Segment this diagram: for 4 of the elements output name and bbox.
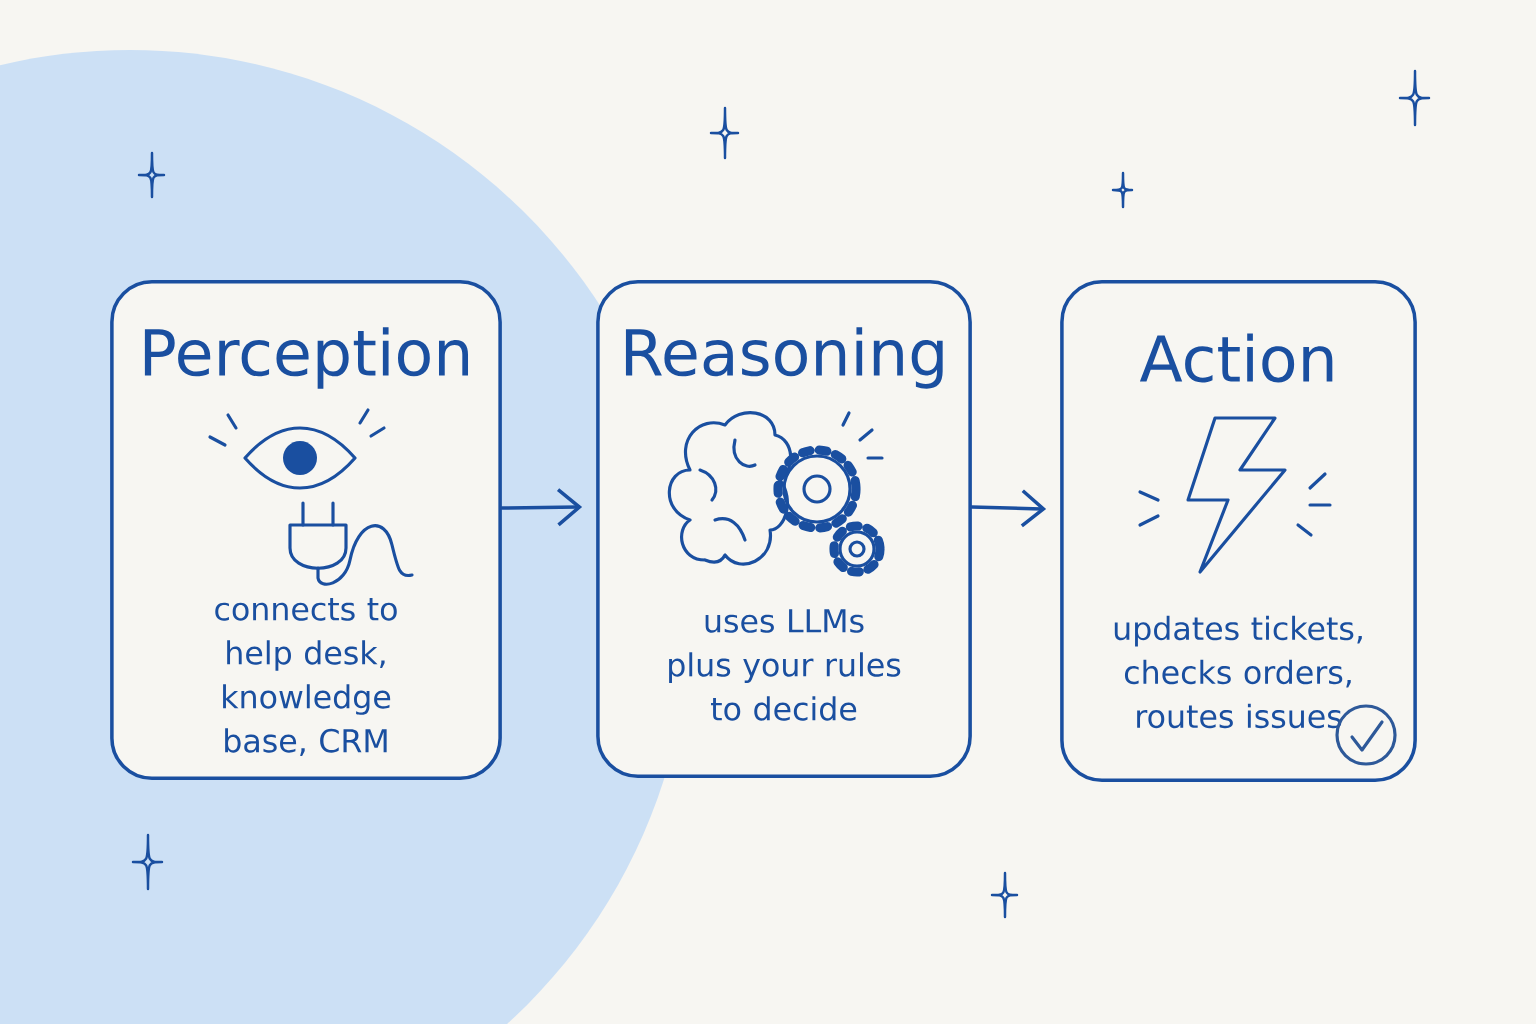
process-box: Reasoning uses LLMs plus your rules to decide (596, 280, 972, 778)
process-box: Perception connects to help desk, knowledge base, CRM (110, 280, 502, 780)
process-box: Action updates tickets, checks orders, routes issues (1060, 280, 1417, 782)
arrow (500, 488, 583, 527)
